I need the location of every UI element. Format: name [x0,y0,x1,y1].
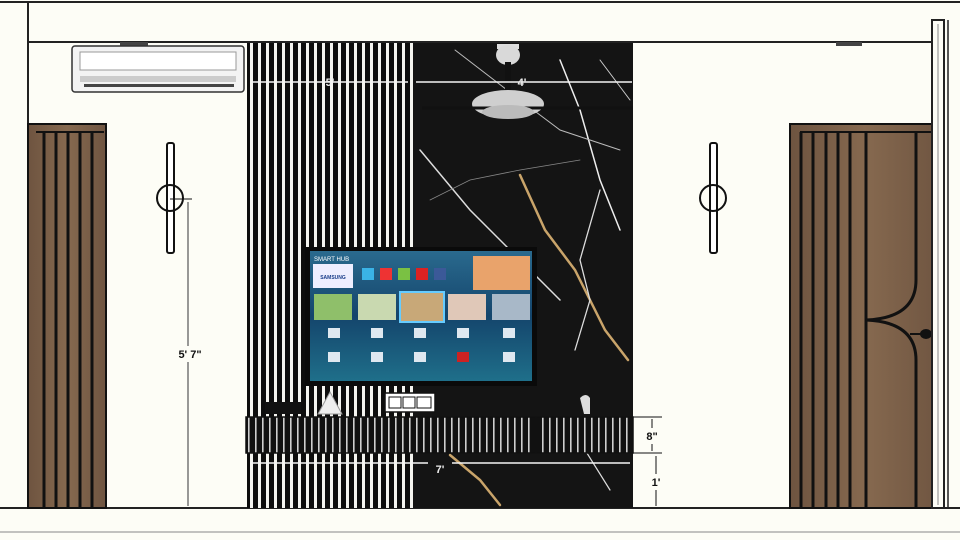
air-conditioner-icon [71,45,245,93]
dimension-floor-clearance: 1' [652,456,661,506]
door-handle-icon [920,329,932,339]
samsung-logo: SAMSUNG [320,275,346,281]
left-door [27,123,107,509]
right-wall-column [931,19,949,509]
dimension-label: 5' 7" [178,349,201,361]
dimension-label: 7' [436,464,445,476]
dimension-label: 4' [518,77,527,89]
dimension-console-height: 8" [633,416,662,454]
decor-vase-icon [580,395,590,414]
right-door [789,123,941,509]
dimension-fluted-width: 5' [252,77,408,89]
dimension-label: 5' [326,77,335,89]
left-wall-sconce-icon [156,142,184,254]
dimension-sconce-height: 5' 7" [170,198,202,506]
dimension-console-width: 7' [250,462,630,476]
decor-objects [265,390,343,415]
tv-console [245,416,634,454]
switch-board [384,392,436,413]
smart-hub-logo: SMART HUB [314,257,349,263]
right-wall-sconce-icon [699,142,727,254]
ceiling-fan-icon [422,44,633,119]
dimension-label: 1' [652,477,661,489]
dimension-label: 8" [646,431,657,443]
dimension-marble-width: 4' [416,77,632,89]
television: SMART HUB SAMSUNG [305,247,537,386]
